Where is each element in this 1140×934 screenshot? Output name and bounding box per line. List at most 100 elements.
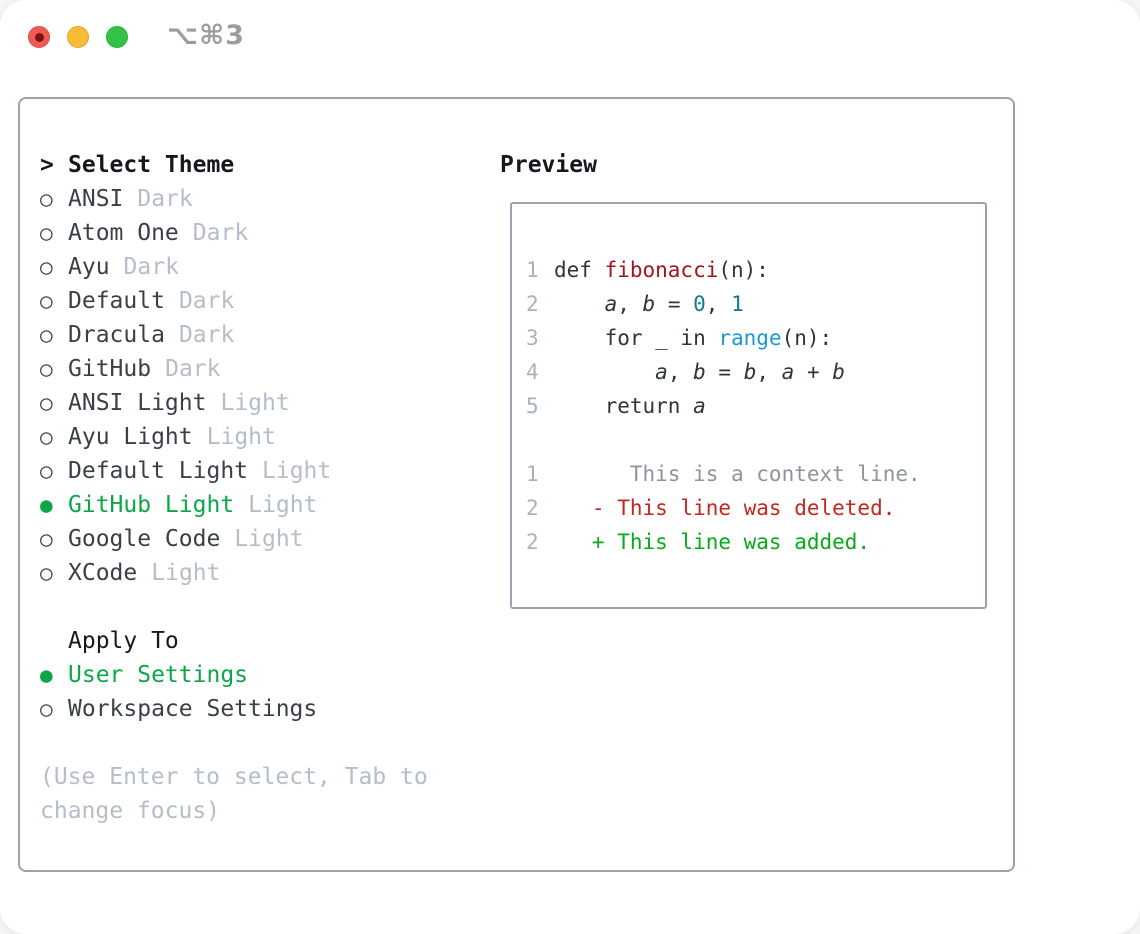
code-token: return bbox=[554, 394, 694, 418]
theme-option-github-dark[interactable]: ○ GitHub Dark bbox=[40, 352, 428, 386]
code-token: 0 bbox=[693, 292, 706, 316]
radio-icon: ○ bbox=[40, 697, 53, 721]
theme-option-ayu-dark[interactable]: ○ Ayu Dark bbox=[40, 250, 428, 284]
code-line: 2 a, b = 0, 1 bbox=[526, 287, 985, 321]
theme-name: GitHub Light bbox=[68, 492, 235, 518]
code-token: = bbox=[705, 360, 744, 384]
theme-name: ANSI bbox=[68, 186, 124, 212]
code-token: (n): bbox=[718, 258, 769, 282]
apply-to-header: Apply To bbox=[40, 624, 428, 658]
theme-option-xcode-light[interactable]: ○ XCode Light bbox=[40, 556, 428, 590]
theme-name: Dracula bbox=[68, 322, 165, 348]
radio-icon: ○ bbox=[40, 391, 53, 415]
theme-name: Default bbox=[68, 288, 165, 314]
diff-added-line: 2 + This line was added. bbox=[526, 525, 985, 559]
theme-variant-badge: Dark bbox=[123, 254, 179, 280]
apply-option-user-settings[interactable]: ● User Settings bbox=[40, 658, 428, 692]
code-token: a bbox=[693, 394, 706, 418]
theme-option-github-light[interactable]: ● GitHub Light Light bbox=[40, 488, 428, 522]
line-number: 1 bbox=[526, 258, 539, 282]
radio-icon: ○ bbox=[40, 425, 53, 449]
spacer bbox=[526, 423, 985, 457]
line-number: 4 bbox=[526, 360, 539, 384]
theme-variant-badge: Dark bbox=[165, 356, 221, 382]
code-token: a bbox=[604, 292, 618, 316]
theme-option-default-light[interactable]: ○ Default Light Light bbox=[40, 454, 428, 488]
theme-variant-badge: Dark bbox=[178, 322, 235, 348]
theme-name: XCode bbox=[68, 560, 138, 586]
code-token: + bbox=[794, 360, 833, 384]
diff-text: This is a context line. bbox=[554, 462, 921, 486]
preview-title: Preview bbox=[500, 152, 597, 178]
window-title-shortcut: ⌥⌘3 bbox=[167, 20, 245, 51]
theme-variant-badge: Light bbox=[206, 424, 276, 450]
code-token: , bbox=[617, 292, 643, 316]
code-line: 5 return a bbox=[526, 389, 985, 423]
hint-line: (Use Enter to select, Tab to bbox=[40, 764, 428, 790]
prompt-cursor-icon: > bbox=[40, 152, 54, 178]
radio-icon: ○ bbox=[40, 221, 53, 245]
line-number: 2 bbox=[526, 530, 539, 554]
theme-name: Default Light bbox=[68, 458, 249, 484]
theme-name: GitHub bbox=[68, 356, 152, 382]
theme-option-google-code-light[interactable]: ○ Google Code Light bbox=[40, 522, 428, 556]
theme-variant-badge: Light bbox=[234, 526, 304, 552]
radio-icon: ○ bbox=[40, 459, 53, 483]
apply-option-name: Workspace Settings bbox=[68, 696, 318, 722]
code-token: b bbox=[693, 360, 706, 384]
apply-option-workspace-settings[interactable]: ○ Workspace Settings bbox=[40, 692, 428, 726]
diff-text: - This line was deleted. bbox=[554, 496, 896, 520]
code-token: 1 bbox=[731, 292, 744, 316]
theme-name: Atom One bbox=[68, 220, 179, 246]
radio-selected-icon: ● bbox=[40, 493, 53, 517]
diff-text: + This line was added. bbox=[554, 530, 871, 554]
radio-icon: ○ bbox=[40, 527, 53, 551]
radio-icon: ○ bbox=[40, 357, 53, 381]
line-number: 2 bbox=[526, 292, 539, 316]
code-line: 3 for _ in range(n): bbox=[526, 321, 985, 355]
code-token: b bbox=[743, 360, 757, 384]
radio-icon: ○ bbox=[40, 561, 53, 585]
theme-name: Ayu bbox=[68, 254, 110, 280]
code-token: b bbox=[642, 292, 656, 316]
radio-icon: ○ bbox=[40, 255, 53, 279]
radio-selected-icon: ● bbox=[40, 663, 53, 687]
line-number: 5 bbox=[526, 394, 539, 418]
theme-name: Google Code bbox=[68, 526, 221, 552]
theme-variant-badge: Light bbox=[262, 458, 332, 484]
code-token: def bbox=[554, 258, 605, 282]
code-token: a bbox=[781, 360, 795, 384]
zoom-button[interactable] bbox=[106, 26, 128, 48]
code-token: , bbox=[705, 292, 732, 316]
code-token: range bbox=[718, 326, 782, 350]
code-token: , bbox=[756, 360, 782, 384]
apply-option-name: User Settings bbox=[68, 662, 249, 688]
code-token: a bbox=[655, 360, 668, 384]
diff-deleted-line: 2 - This line was deleted. bbox=[526, 491, 985, 525]
spacer bbox=[40, 726, 428, 760]
theme-variant-badge: Light bbox=[151, 560, 221, 586]
theme-option-ayu-light[interactable]: ○ Ayu Light Light bbox=[40, 420, 428, 454]
code-token: , bbox=[667, 360, 694, 384]
select-theme-title: Select Theme bbox=[68, 152, 235, 178]
close-button[interactable] bbox=[28, 26, 50, 48]
code-line: 4 a, b = b, a + b bbox=[526, 355, 985, 389]
spacer bbox=[40, 590, 428, 624]
minimize-button[interactable] bbox=[67, 26, 89, 48]
select-theme-header: > Select Theme bbox=[40, 148, 428, 182]
line-number: 3 bbox=[526, 326, 539, 350]
theme-name: Ayu Light bbox=[68, 424, 193, 450]
radio-icon: ○ bbox=[40, 187, 53, 211]
code-token: (n): bbox=[781, 326, 833, 350]
code-token bbox=[554, 360, 655, 384]
theme-variant-badge: Light bbox=[248, 492, 318, 518]
